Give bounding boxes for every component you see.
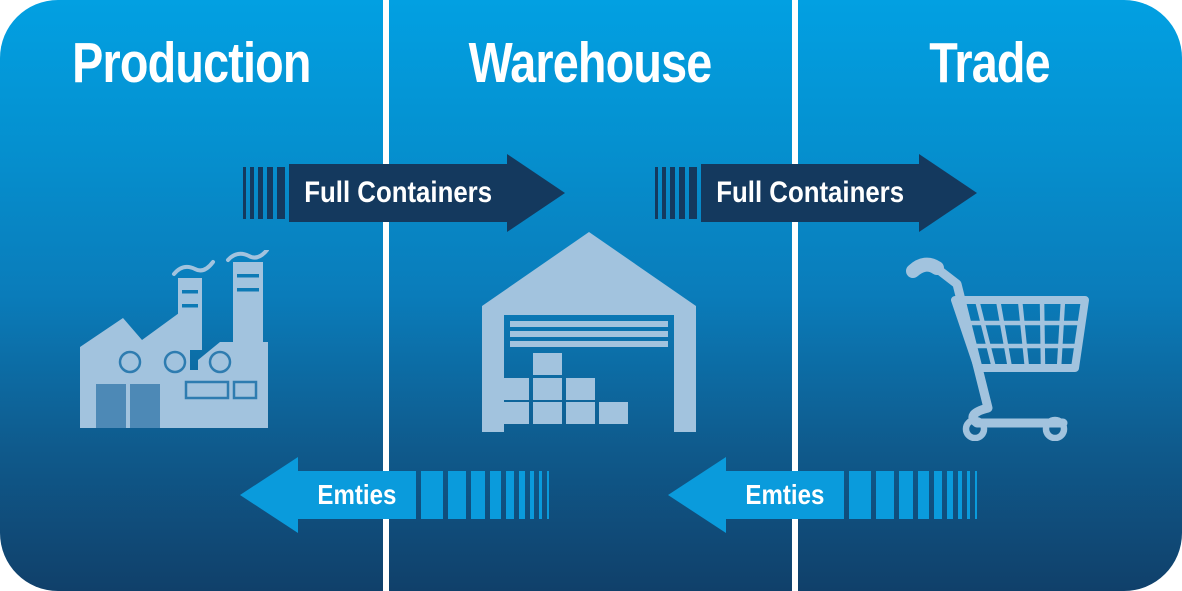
arrow-label: Full Containers <box>304 176 493 209</box>
column-title-warehouse: Warehouse <box>389 26 792 100</box>
factory-icon <box>78 248 283 430</box>
column-title-trade: Trade <box>798 26 1182 100</box>
column-title-production: Production <box>0 26 383 100</box>
arrow-tail-stripes <box>655 167 697 219</box>
arrow-empties-trade-to-warehouse: Emties <box>668 457 977 533</box>
arrow-empties-warehouse-to-production: Emties <box>240 457 549 533</box>
warehouse-title-text: Warehouse <box>469 31 713 95</box>
arrow-label: Emties <box>745 479 825 510</box>
arrow-body: Emties <box>298 471 416 519</box>
arrow-head-right-icon <box>507 154 566 232</box>
arrow-full-containers-warehouse-to-trade: Full Containers <box>655 154 978 232</box>
arrow-body: Emties <box>726 471 844 519</box>
shopping-cart-icon <box>903 256 1095 442</box>
arrow-head-left-icon <box>668 457 726 533</box>
production-title-text: Production <box>72 31 311 95</box>
arrow-tail-stripes <box>421 471 549 519</box>
column-divider-2 <box>792 0 798 591</box>
arrow-tail-stripes <box>849 471 977 519</box>
arrow-full-containers-production-to-warehouse: Full Containers <box>243 154 566 232</box>
trade-title-text: Trade <box>929 31 1051 95</box>
column-divider-1 <box>383 0 389 591</box>
arrow-body: Full Containers <box>289 164 508 222</box>
arrow-head-right-icon <box>919 154 978 232</box>
arrow-head-left-icon <box>240 457 298 533</box>
warehouse-icon <box>478 230 700 432</box>
arrow-label: Emties <box>317 479 397 510</box>
arrow-tail-stripes <box>243 167 285 219</box>
arrow-body: Full Containers <box>701 164 920 222</box>
arrow-label: Full Containers <box>716 176 905 209</box>
